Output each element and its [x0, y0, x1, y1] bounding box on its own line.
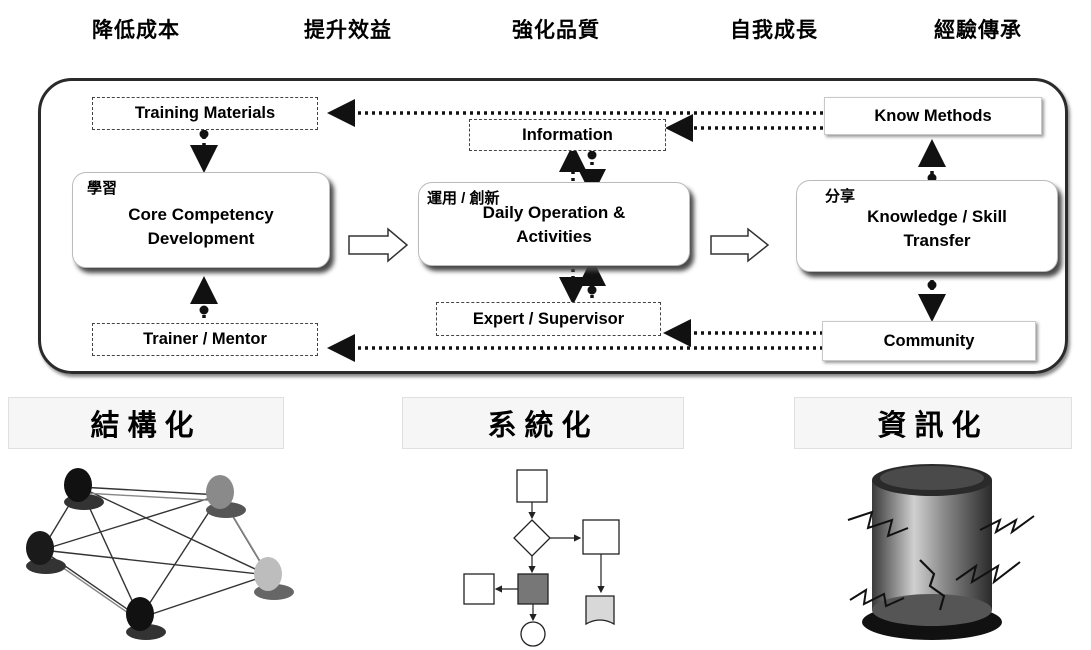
database-illustration	[0, 0, 1091, 650]
